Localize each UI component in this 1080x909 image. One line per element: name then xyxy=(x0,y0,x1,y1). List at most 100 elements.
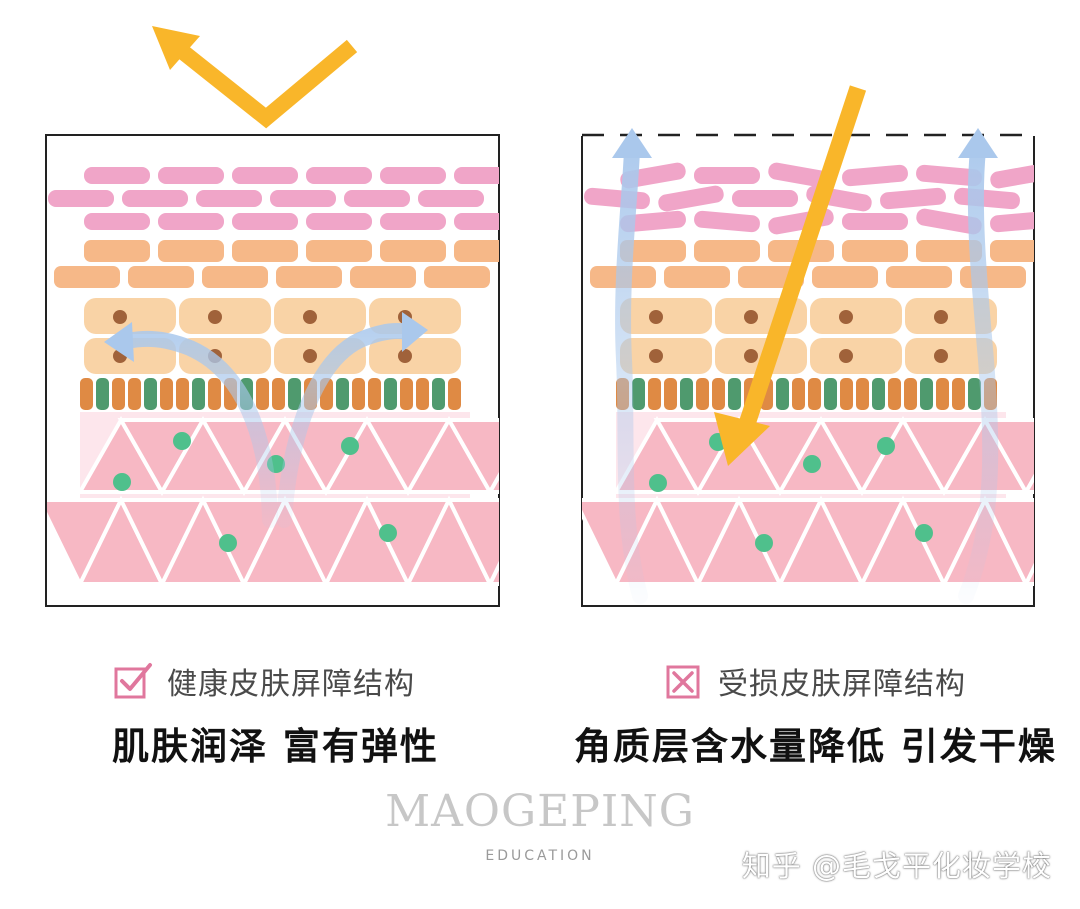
dermis-fiber xyxy=(486,561,499,586)
basal-cell xyxy=(112,378,125,410)
cell-nucleus xyxy=(839,310,853,324)
reflected-uv-arrow-shaft xyxy=(173,39,358,129)
moisture-molecule xyxy=(803,455,821,473)
basal-cell xyxy=(712,378,725,410)
water-loss-flow-right xyxy=(958,142,999,604)
granular-cell xyxy=(54,266,120,288)
cell-nucleus xyxy=(113,310,127,324)
basal-cell xyxy=(448,378,461,410)
basal-cell xyxy=(664,378,677,410)
basal-cell xyxy=(920,378,933,410)
corneum-cell xyxy=(158,167,224,184)
spinous-cell xyxy=(905,338,997,374)
corneum-cell xyxy=(990,210,1034,233)
healthy-caption: 健康皮肤屏障结构 xyxy=(113,659,415,703)
granular-cell xyxy=(454,240,499,262)
basal-cell xyxy=(192,378,205,410)
spinous-cell xyxy=(179,298,271,334)
corneum-cell xyxy=(880,187,946,210)
granular-cell xyxy=(202,266,268,288)
corneum-cell xyxy=(990,162,1034,189)
corneum-cell xyxy=(48,190,114,207)
penetrating-uv-arrow xyxy=(714,85,867,466)
damaged-panel-frame xyxy=(581,136,1035,607)
granular-cell xyxy=(306,240,372,262)
basal-cell xyxy=(208,378,221,410)
moisture-molecule xyxy=(915,524,933,542)
basal-cell xyxy=(840,378,853,410)
basal-cell xyxy=(648,378,661,410)
spinous-cell xyxy=(274,298,366,334)
corneum-cell xyxy=(232,167,298,184)
granular-cell xyxy=(128,266,194,288)
basal-cell xyxy=(904,378,917,410)
corneum-cell xyxy=(196,190,262,207)
dermis-fiber xyxy=(1022,473,1034,494)
water-loss-flow-left-head xyxy=(612,128,652,158)
cell-nucleus xyxy=(934,349,948,363)
damaged-caption-text: 受损皮肤屏障结构 xyxy=(718,667,966,702)
granular-cell xyxy=(842,240,908,262)
corneum-cell xyxy=(454,213,499,230)
cell-nucleus xyxy=(649,349,663,363)
granular-cell xyxy=(84,240,150,262)
spinous-cell xyxy=(810,338,902,374)
damaged-skin-panel xyxy=(581,128,1035,607)
corneum-cell xyxy=(842,213,908,230)
corneum-cell xyxy=(344,190,410,207)
basal-cell xyxy=(888,378,901,410)
basal-cell xyxy=(368,378,381,410)
corneum-cell xyxy=(270,190,336,207)
cell-nucleus xyxy=(303,310,317,324)
granular-cell xyxy=(232,240,298,262)
healthy-skin-panel xyxy=(45,134,500,607)
basal-cell xyxy=(680,378,693,410)
skin-barrier-diagram xyxy=(45,26,1035,607)
corneum-cell xyxy=(158,213,224,230)
dermis-fiber xyxy=(445,418,499,497)
basal-cell xyxy=(968,378,981,410)
damaged-headline: 角质层含水量降低 引发干燥 xyxy=(574,725,1057,768)
basal-cell xyxy=(936,378,949,410)
moisture-molecule xyxy=(649,474,667,492)
reflected-uv-arrow-head xyxy=(152,26,200,70)
moisture-flow-right-head xyxy=(402,312,428,352)
check-box-icon xyxy=(113,661,153,701)
granular-cell xyxy=(424,266,490,288)
moisture-molecule xyxy=(219,534,237,552)
granular-cell xyxy=(664,266,730,288)
granular-cell xyxy=(276,266,342,288)
cell-nucleus xyxy=(649,310,663,324)
granular-cell xyxy=(812,266,878,288)
penetrating-uv-arrow-head xyxy=(714,412,770,466)
corneum-cell xyxy=(418,190,484,207)
dermis-fiber xyxy=(445,498,499,589)
healthy-headline: 肌肤润泽 富有弹性 xyxy=(112,725,439,768)
corneum-cell xyxy=(842,164,908,187)
corneum-cell xyxy=(306,213,372,230)
moisture-molecule xyxy=(877,437,895,455)
moisture-molecule xyxy=(113,473,131,491)
corneum-cell xyxy=(306,167,372,184)
corneum-cell xyxy=(694,210,760,233)
brand-logo-text: MAOGEPING xyxy=(385,786,695,837)
granular-cell xyxy=(350,266,416,288)
corneum-cell xyxy=(768,162,834,189)
damaged-caption: 受损皮肤屏障结构 xyxy=(664,659,966,703)
moisture-retention-arrows xyxy=(104,312,428,528)
basal-cell xyxy=(272,378,285,410)
basal-cell xyxy=(160,378,173,410)
corneum-cell xyxy=(122,190,188,207)
granular-cell xyxy=(886,266,952,288)
granular-cell xyxy=(990,240,1034,262)
corneum-cell xyxy=(620,210,686,233)
moisture-molecule xyxy=(173,432,191,450)
basal-cell xyxy=(952,378,965,410)
water-loss-flow-right-head xyxy=(958,128,998,158)
corneum-cell xyxy=(380,167,446,184)
cell-nucleus xyxy=(398,349,412,363)
corneum-cell xyxy=(454,167,499,184)
healthy-caption-text: 健康皮肤屏障结构 xyxy=(167,667,415,702)
reflected-uv-arrow xyxy=(152,26,358,129)
spinous-cell xyxy=(620,338,712,374)
